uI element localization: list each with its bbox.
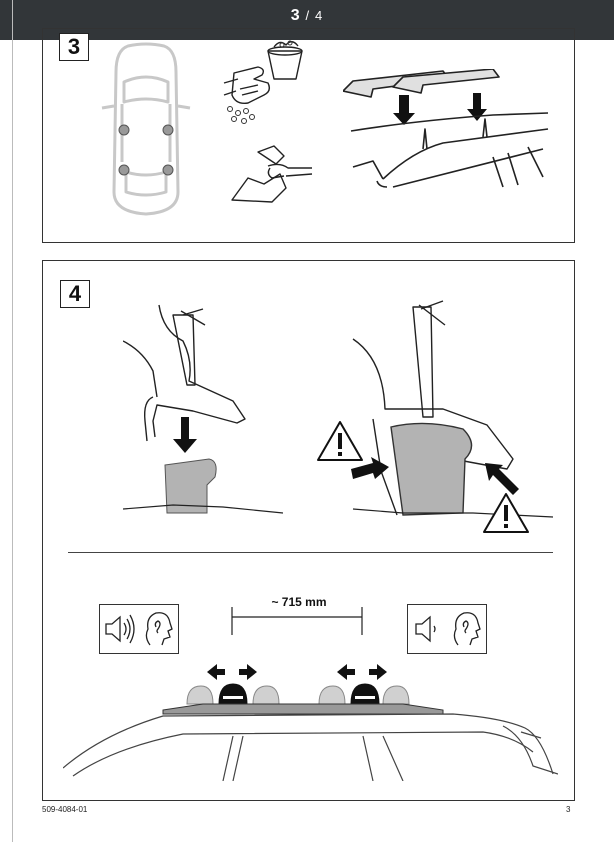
car-top-view-icon [101, 42, 191, 216]
sound-loud-box [99, 604, 179, 654]
double-arrow-icon [207, 664, 387, 680]
speaker-loud-icon [105, 612, 173, 646]
cloth-wiping-icon [231, 145, 313, 203]
warning-triangle-icon [483, 493, 529, 533]
bucket-washing-hands-icon [223, 40, 303, 124]
foot-clamp-down-icon [123, 304, 283, 514]
speaker-quiet-icon [415, 612, 481, 646]
distance-dimension-line [231, 607, 363, 635]
step-4-number: 4 [60, 280, 90, 308]
viewer-toolbar [0, 0, 614, 40]
document-code: 509-4084-01 [42, 805, 88, 814]
foot-squeeze-warning-icon [351, 300, 553, 518]
car-feet-positioning-icon [63, 664, 558, 781]
sound-quiet-box [407, 604, 487, 654]
total-pages: 4 [315, 8, 324, 23]
roof-bars-on-car-icon [343, 69, 549, 188]
section-divider [68, 552, 553, 553]
distance-label: ~ 715 mm [271, 595, 327, 609]
page-left-edge [12, 0, 13, 842]
step-3-panel: 3 [42, 28, 575, 243]
footer-page-number: 3 [566, 805, 571, 814]
page-counter: 3 / 4 [0, 0, 614, 30]
warning-triangle-icon [317, 421, 363, 461]
step-3-number: 3 [59, 33, 89, 61]
page-separator: / [305, 8, 311, 23]
current-page-number: 3 [290, 7, 301, 24]
step-4-panel: 4 [42, 260, 575, 801]
